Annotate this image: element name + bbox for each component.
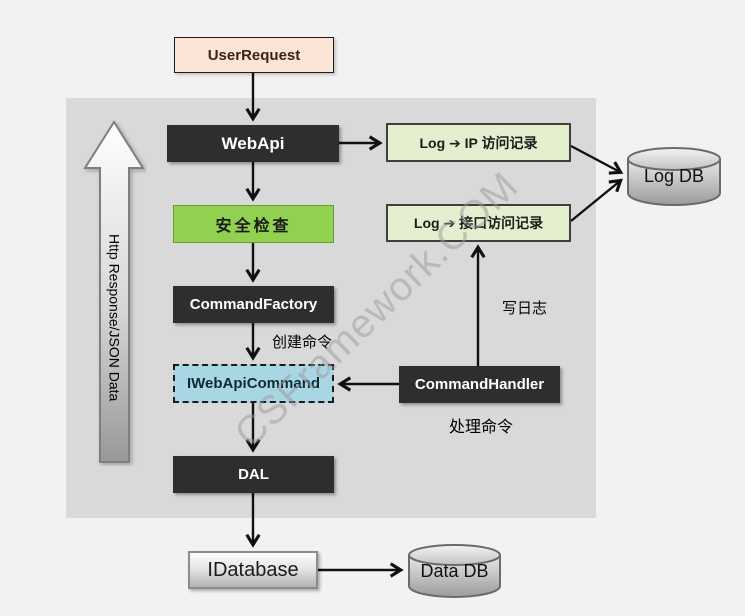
log-db-cylinder: Log DB	[626, 146, 722, 207]
data-db-cylinder: Data DB	[407, 543, 502, 599]
node-command-factory: CommandFactory	[173, 286, 334, 323]
http-response-arrow	[83, 120, 145, 463]
node-command-handler: CommandHandler	[399, 366, 560, 403]
http-response-arrow-label: Http Response/JSON Data	[106, 234, 123, 402]
arrow-logapi-logdb	[570, 178, 623, 222]
arrow-logip-logdb	[570, 144, 624, 175]
node-dal: DAL	[173, 456, 334, 493]
node-idatabase: IDatabase	[188, 551, 318, 589]
edge-label-write-log: 写日志	[502, 300, 548, 317]
node-security-check: 安全检查	[173, 205, 334, 243]
node-log-ip: Log ➔ IP 访问记录	[386, 123, 571, 162]
cylinder-shape	[408, 544, 501, 598]
edge-label-create-command: 创建命令	[272, 334, 333, 351]
log-db-label: Log DB	[643, 166, 705, 186]
node-user-request: UserRequest	[174, 37, 334, 73]
node-iwebapi-command: IWebApiCommand	[173, 364, 334, 403]
edge-label-handle-command: 处理命令	[449, 419, 514, 436]
node-web-api: WebApi	[167, 125, 339, 162]
cylinder-shape	[627, 147, 721, 206]
node-log-api: Log ➔ 接口访问记录	[386, 204, 571, 242]
data-db-label: Data DB	[420, 561, 489, 581]
